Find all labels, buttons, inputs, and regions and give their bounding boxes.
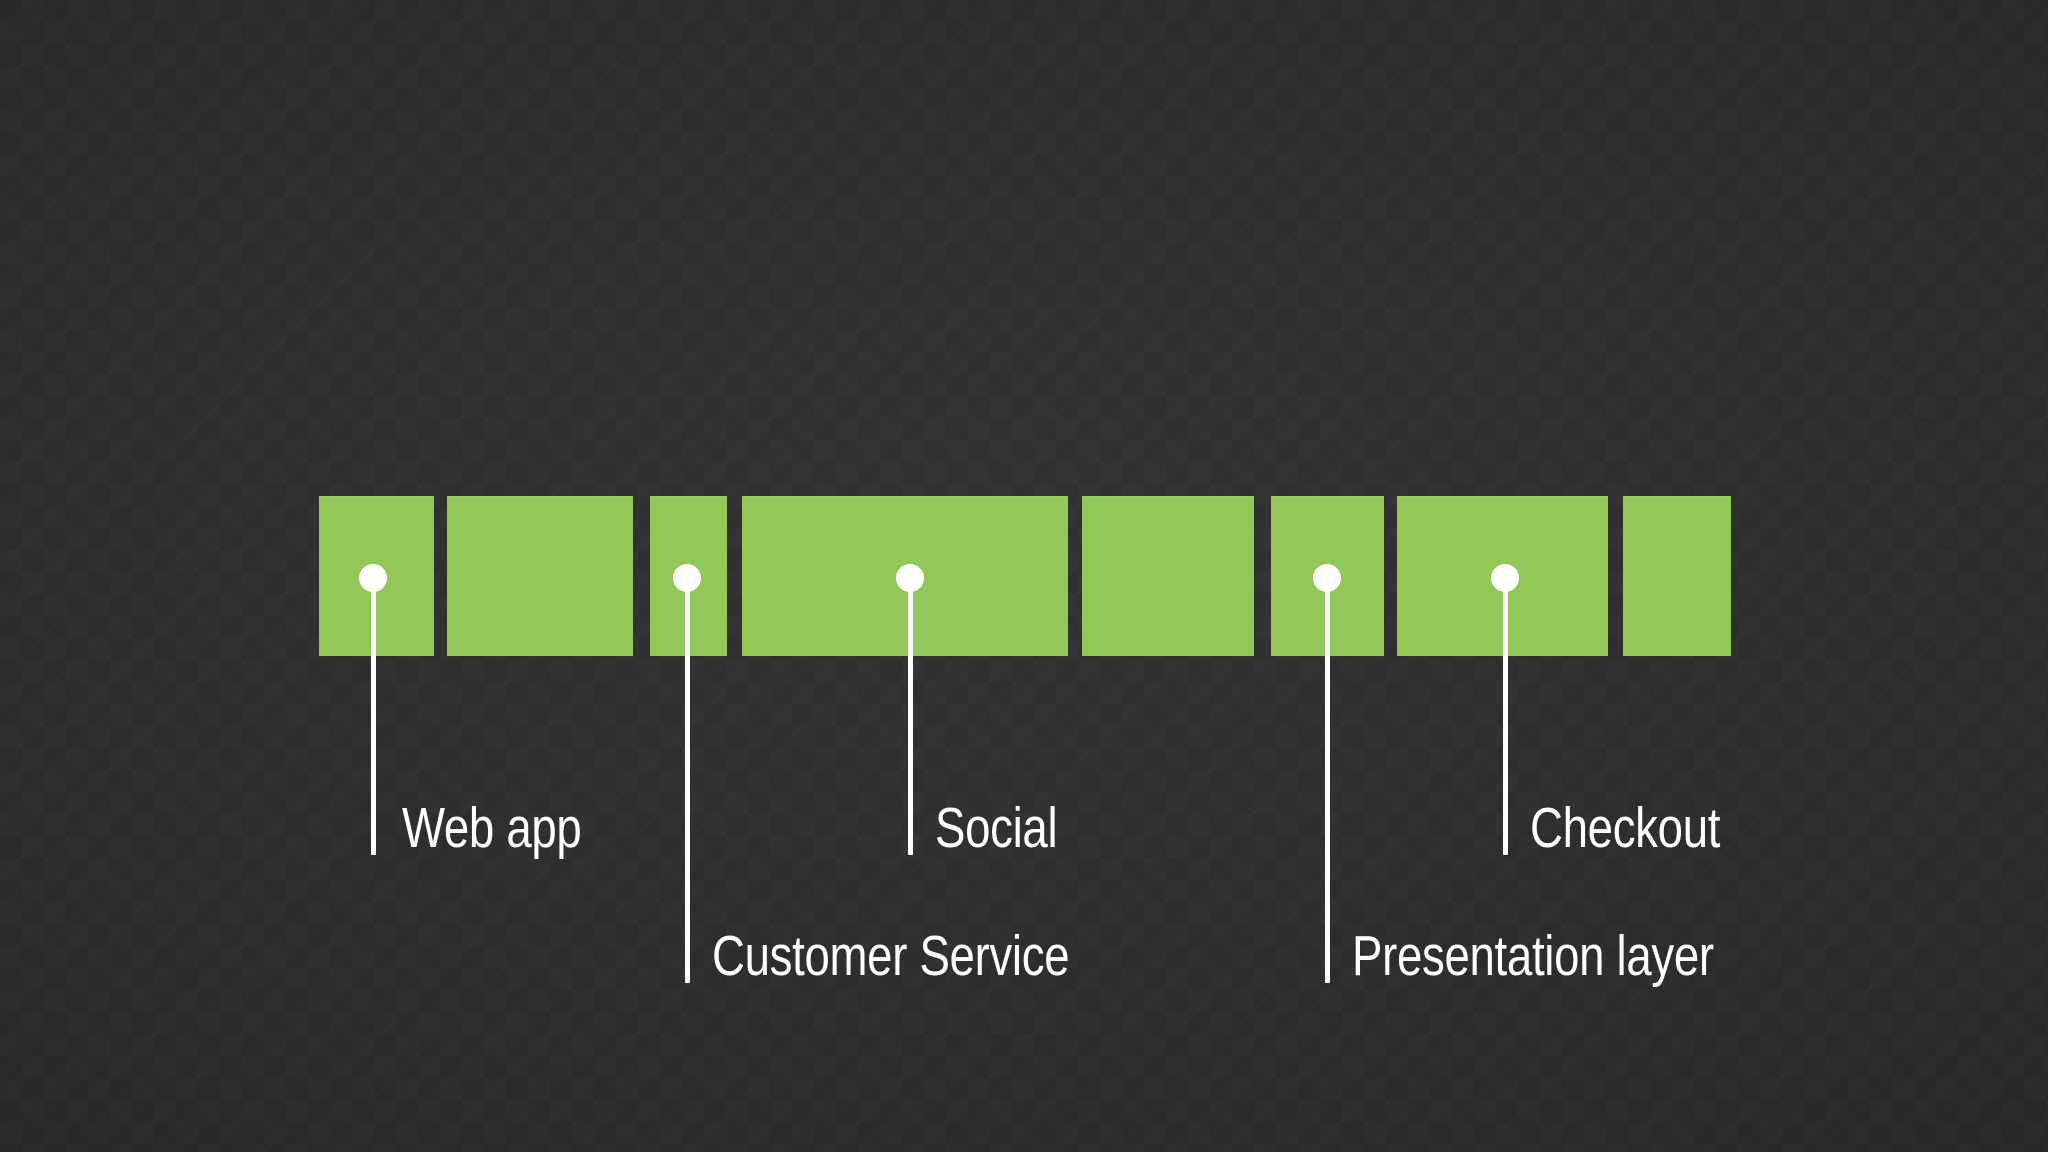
callout-label-presentation-layer: Presentation layer <box>1352 924 1714 988</box>
callout-label-customer-service: Customer Service <box>712 924 1070 988</box>
callout-leader-line-web-app <box>371 578 376 855</box>
callout-label-checkout: Checkout <box>1530 796 1721 860</box>
callout-label-social: Social <box>935 796 1058 860</box>
callout-dot-presentation-layer[interactable] <box>1313 564 1341 592</box>
bar-segment-5[interactable] <box>1082 496 1254 656</box>
bar-segment-8[interactable] <box>1623 496 1731 656</box>
callout-label-web-app: Web app <box>402 796 582 860</box>
callout-dot-web-app[interactable] <box>359 564 387 592</box>
callout-dot-customer-service[interactable] <box>673 564 701 592</box>
callout-leader-line-checkout <box>1503 578 1508 855</box>
bar-segment-2[interactable] <box>447 496 633 656</box>
callout-dot-social[interactable] <box>896 564 924 592</box>
callout-leader-line-social <box>908 578 913 855</box>
callout-leader-line-presentation-layer <box>1325 578 1330 983</box>
callout-leader-line-customer-service <box>685 578 690 983</box>
callout-dot-checkout[interactable] <box>1491 564 1519 592</box>
